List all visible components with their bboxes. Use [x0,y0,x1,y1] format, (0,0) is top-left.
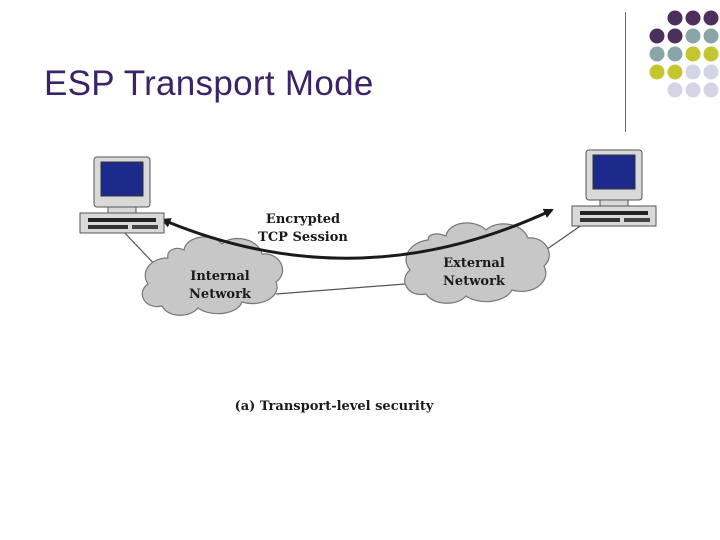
internal-network-label-2: Network [189,287,252,302]
internal-network-cloud: Internal Network [141,236,284,316]
encrypted-session-arrow [160,208,554,260]
decorative-dot [703,64,719,80]
decorative-dot [703,28,719,44]
decorative-dot [685,46,701,62]
external-network-label-1: External [443,256,505,271]
decorative-dot [703,82,719,98]
decorative-dot [685,10,701,26]
decorative-dot [667,10,683,26]
session-label-1: Encrypted [266,212,340,227]
decorative-dot [667,82,683,98]
decorative-dot [649,64,665,80]
decorative-dot [667,46,683,62]
session-label-2: TCP Session [258,230,348,245]
diagram-caption: (a) Transport-level security [235,399,434,414]
external-network-label-2: Network [443,274,506,289]
left-host-computer [79,156,165,234]
decorative-dot [685,28,701,44]
decorative-dot [649,28,665,44]
external-network-cloud: External Network [404,222,550,304]
decorative-dot [649,46,665,62]
slide-title: ESP Transport Mode [44,64,374,103]
link-line-between-networks [275,282,419,295]
decorative-dot [685,64,701,80]
decorative-dot [667,64,683,80]
decorative-dot-grid [649,10,719,98]
decorative-dot [703,10,719,26]
internal-network-label-1: Internal [190,269,250,284]
decorative-dot [685,82,701,98]
decorative-dot [667,28,683,44]
decorative-dot [703,46,719,62]
right-host-computer [571,149,657,227]
title-divider [625,12,626,132]
